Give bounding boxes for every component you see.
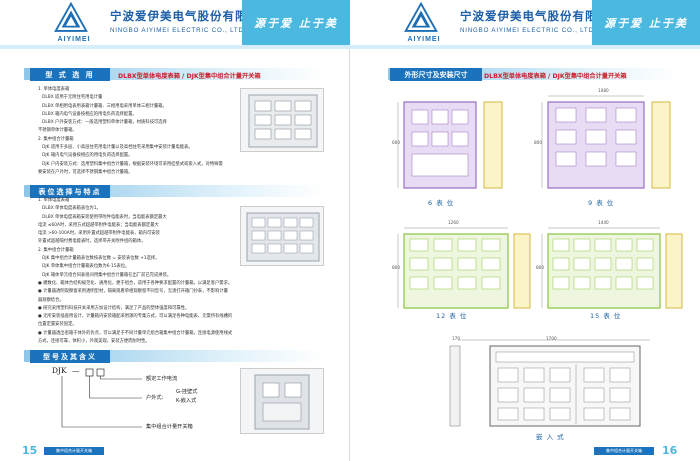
model-meaning-diagram <box>61 368 142 428</box>
right-page: AIYIMEI 宁波爱伊美电气股份有限公司 NINGBO AIYIMEI ELE… <box>350 0 700 461</box>
label-installation: 户外式: <box>146 395 164 401</box>
page-number: 15 <box>22 444 38 457</box>
product-photo-12-meter <box>240 206 324 266</box>
caption-15-position: 15 表 位 <box>590 312 622 320</box>
page-number: 16 <box>662 444 678 457</box>
logo-text: AIYIMEI <box>57 36 91 43</box>
drawing-6-position <box>397 101 503 189</box>
dim-depth: 170 <box>452 336 460 341</box>
meter-box-illustration <box>254 374 310 430</box>
dim-width: 1080 <box>598 88 609 93</box>
dim-width: 1260 <box>448 220 459 225</box>
slogan: 源于爱 止于美 <box>242 0 350 45</box>
dim-height: 600 <box>392 140 400 145</box>
label-embedded: K-嵌入式 <box>176 398 197 404</box>
section-subtitle: DLBX型单体电度表箱 / DJK型集中组合计量开关箱 <box>118 73 261 80</box>
caption-6-position: 6 表 位 <box>428 199 455 207</box>
drawing-12-position <box>397 227 531 309</box>
model-dash: — <box>72 366 80 375</box>
label-wall-mount: G-挂壁式 <box>176 389 198 395</box>
drawing-9-position <box>541 95 671 189</box>
company-logo-icon <box>404 1 438 32</box>
company-name-cn: 宁波爱伊美电气股份有限公司 <box>110 9 273 23</box>
company-name-en: NINGBO AIYIMEI ELECTRIC CO., LTD. <box>460 27 597 34</box>
section-title-features: 表位选择与特点 <box>30 185 110 198</box>
dim-height: 800 <box>534 140 542 145</box>
dim-width: 1440 <box>598 220 609 225</box>
section-title-dimensions: 外形尺寸及安装尺寸 <box>390 68 482 81</box>
product-photo-single <box>240 368 324 434</box>
company-name-en: NINGBO AIYIMEI ELECTRIC CO., LTD. <box>110 27 247 34</box>
left-page: AIYIMEI 宁波爱伊美电气股份有限公司 NINGBO AIYIMEI ELE… <box>0 0 350 461</box>
dim-height: 800 <box>536 265 544 270</box>
caption-9-position: 9 表 位 <box>588 199 615 207</box>
caption-embedded: 嵌 入 式 <box>536 433 565 441</box>
label-rated-current: 额定工作电流 <box>146 376 178 382</box>
left-header: AIYIMEI 宁波爱伊美电气股份有限公司 NINGBO AIYIMEI ELE… <box>0 0 350 49</box>
company-logo-icon <box>54 1 88 32</box>
product-photo-9-meter <box>240 88 324 152</box>
header-band <box>0 45 350 49</box>
section1-text: 1. 单体电度表箱 DLBX 适用于无附住宅用电计量 DLBX 单相用电表用表箱… <box>38 87 223 175</box>
meter-box-illustration <box>248 94 318 148</box>
dim-width: 1700 <box>546 336 557 341</box>
dim-height: 800 <box>392 265 400 270</box>
right-header: AIYIMEI 宁波爱伊美电气股份有限公司 NINGBO AIYIMEI ELE… <box>350 0 700 49</box>
section-subtitle: DLBX型单体电度表箱 / DJK型集中组合计量开关箱 <box>484 73 627 80</box>
footer-tag: 集中组合计量开关箱 <box>44 447 104 455</box>
company-name-cn: 宁波爱伊美电气股份有限公司 <box>460 9 623 23</box>
footer-tag: 集中组合计量开关箱 <box>594 447 654 455</box>
section2-text: 1. 单体电度表箱 DLBX 单体电度表箱表位为1。 DLBX 单体电度表箱安装… <box>38 198 233 345</box>
section-title-model: 型号及其含义 <box>30 350 110 363</box>
slogan: 源于爱 止于美 <box>592 0 700 45</box>
section-title-selection: 型 式 选 用 <box>30 68 110 81</box>
model-code: DJK <box>52 366 67 375</box>
header-band <box>350 45 700 49</box>
caption-12-position: 12 表 位 <box>436 312 468 320</box>
label-product-name: 集中组合计量开关箱 <box>146 424 193 430</box>
meter-box-illustration <box>246 212 320 262</box>
logo-text: AIYIMEI <box>407 36 441 43</box>
drawing-15-position <box>541 227 683 309</box>
drawing-embedded <box>449 339 650 427</box>
